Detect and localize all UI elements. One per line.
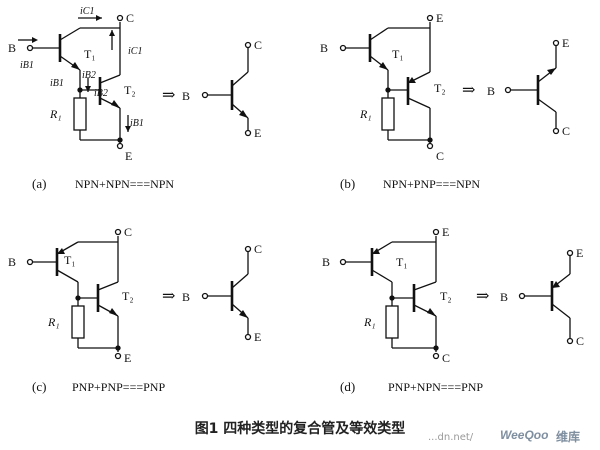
- panel-d-equivalent: [518, 249, 574, 345]
- a-eq-label-e: E: [254, 126, 261, 140]
- panel-b-equivalent: [504, 39, 560, 135]
- panel-c-circuit: [26, 228, 122, 360]
- a-formula: NPN+NPN===NPN: [75, 177, 174, 191]
- b-label-c: C: [436, 149, 444, 163]
- b-label-t2: T₂: [434, 81, 446, 95]
- d-eq-label-c: C: [576, 334, 584, 348]
- a-label-t2: T₂: [124, 83, 136, 97]
- d-eq-label-e: E: [576, 246, 583, 260]
- b-implies-arrow: ⇒: [462, 82, 475, 99]
- a-current-ib1: iB1: [50, 78, 64, 89]
- panel-b-circuit: [339, 14, 434, 150]
- d-label-t2: T₂: [440, 289, 452, 303]
- a-eq-label-c: C: [254, 38, 262, 52]
- c-implies-arrow: ⇒: [162, 288, 175, 305]
- b-label-t1: T₁: [392, 47, 404, 61]
- a-current-ib1-lower: iB1: [130, 118, 144, 129]
- c-eq-label-b: B: [182, 290, 190, 304]
- b-formula: NPN+PNP===NPN: [383, 177, 480, 191]
- panel-a-equivalent: [201, 41, 252, 137]
- a-label-c: C: [126, 11, 134, 25]
- d-label-e: E: [442, 225, 449, 239]
- d-implies-arrow: ⇒: [476, 288, 489, 305]
- d-label-r1: R₁: [363, 315, 376, 329]
- panel-a-circuit: [18, 14, 131, 150]
- a-label-e: E: [125, 149, 132, 163]
- diagram-labels: B C E T₁ T₂ R₁ iC1 iB1 iC1 iB2 iB1 iB2 i…: [8, 6, 584, 394]
- a-eq-label-b: B: [182, 89, 190, 103]
- watermark-url: ...dn.net/: [428, 432, 474, 443]
- b-label-r1: R₁: [359, 107, 372, 121]
- c-label-t1: T₁: [64, 253, 76, 267]
- d-tag: (d): [340, 379, 355, 394]
- figure-caption: 图1 四种类型的复合管及等效类型: [194, 421, 406, 437]
- a-label-r1: R₁: [49, 107, 62, 121]
- c-formula: PNP+PNP===PNP: [72, 380, 165, 394]
- c-label-e: E: [124, 351, 131, 365]
- b-label-b: B: [320, 41, 328, 55]
- d-label-t1: T₁: [396, 255, 408, 269]
- d-eq-label-b: B: [500, 290, 508, 304]
- c-tag: (c): [32, 379, 46, 394]
- b-eq-label-b: B: [487, 84, 495, 98]
- d-label-b: B: [322, 255, 330, 269]
- watermark-brand-cn: 维库: [556, 430, 581, 444]
- c-label-c: C: [124, 225, 132, 239]
- d-label-c: C: [442, 351, 450, 365]
- a-current-ib2: iB2: [82, 70, 96, 81]
- a-current-ic1-right: iC1: [128, 46, 142, 57]
- a-current-ic1-top: iC1: [80, 6, 94, 17]
- b-eq-label-e: E: [562, 36, 569, 50]
- b-eq-label-c: C: [562, 124, 570, 138]
- a-current-ib1-left: iB1: [20, 60, 34, 71]
- c-eq-label-e: E: [254, 330, 261, 344]
- a-label-t1: T₁: [84, 47, 96, 61]
- panel-d-circuit: [339, 228, 440, 360]
- d-formula: PNP+NPN===PNP: [388, 380, 483, 394]
- c-label-t2: T₂: [122, 289, 134, 303]
- c-label-r1: R₁: [47, 315, 60, 329]
- b-tag: (b): [340, 176, 355, 191]
- a-implies-arrow: ⇒: [162, 87, 175, 104]
- c-eq-label-c: C: [254, 242, 262, 256]
- a-current-ib2-lower: iB2: [94, 88, 108, 99]
- watermark-brand: WeeQoo: [500, 428, 549, 442]
- b-label-e: E: [436, 11, 443, 25]
- panel-c-equivalent: [201, 245, 252, 341]
- a-label-b: B: [8, 41, 16, 55]
- c-label-b: B: [8, 255, 16, 269]
- a-tag: (a): [32, 176, 46, 191]
